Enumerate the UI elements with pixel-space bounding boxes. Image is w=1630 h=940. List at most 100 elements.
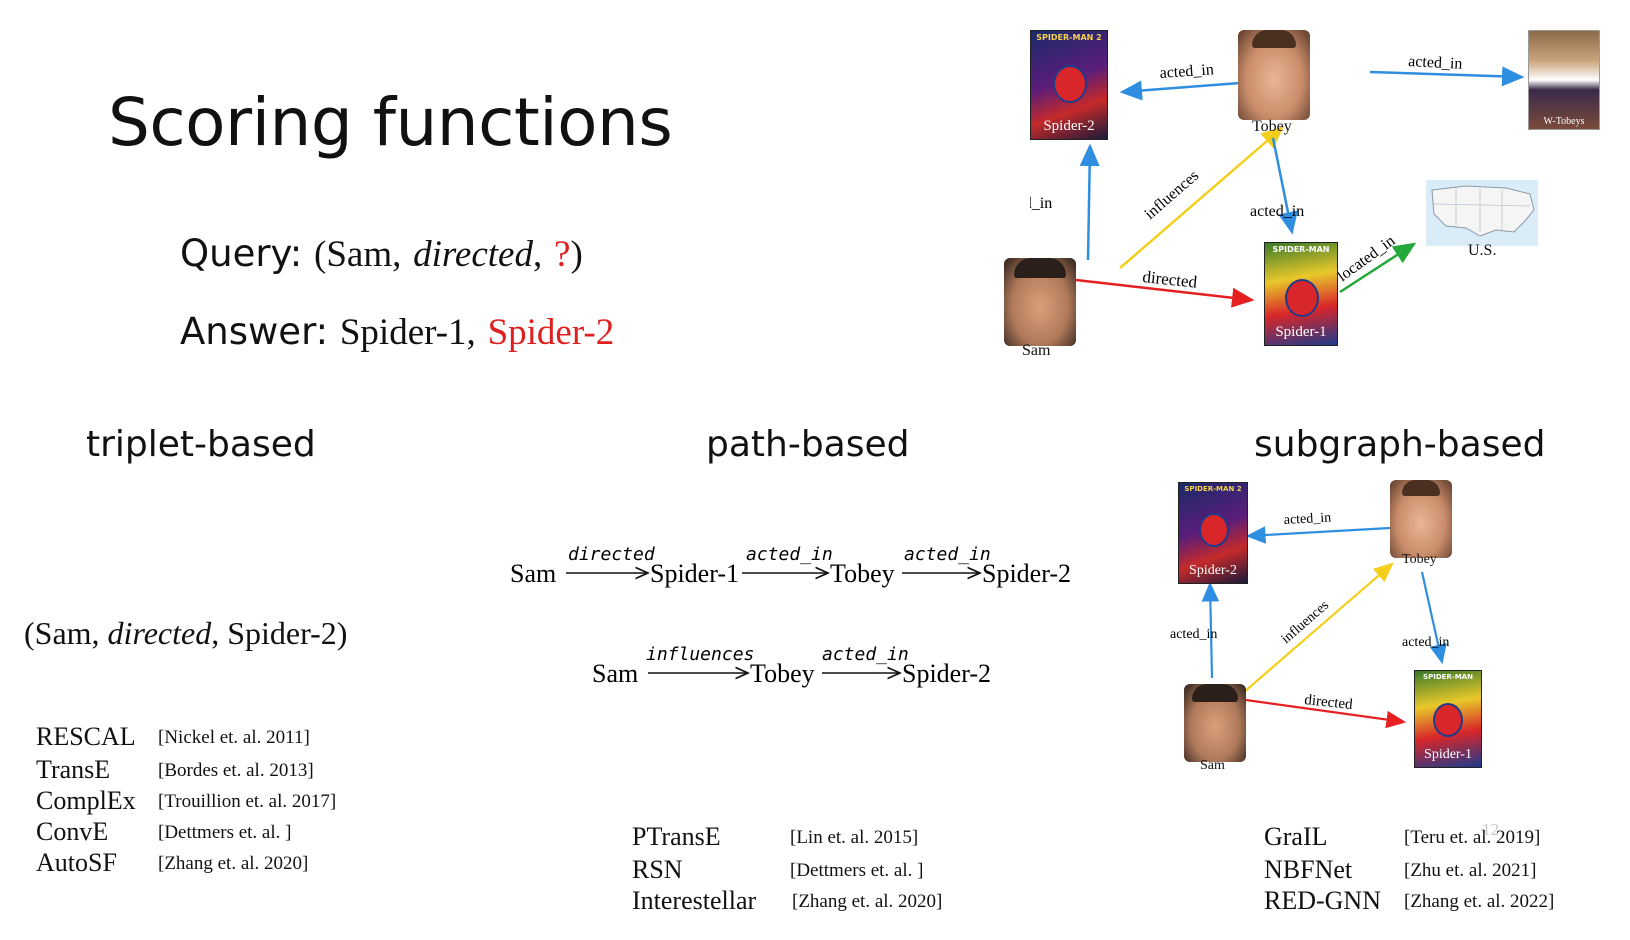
ref-cite-row: [Trouillion et. al. 2017] [158, 791, 336, 813]
poster-spider2-header: SPIDER-MAN 2 [1036, 33, 1102, 42]
answer-second: Spider-2 [487, 312, 615, 353]
triplet-close: , Spider-2) [211, 615, 348, 651]
path1-relation-2: acted_in [904, 544, 991, 565]
ref-cite-row: [Bordes et. al. 2013] [158, 760, 314, 782]
ref-cite: [Zhang et. al. 2022] [1404, 891, 1555, 912]
ref-cite: [Lin et. al. 2015] [790, 827, 919, 848]
sub-edge-sam-tobey [1243, 562, 1394, 693]
ref-row: TransE [36, 755, 110, 785]
edge-label-tobey-spider2: acted_in [1159, 61, 1214, 82]
path1-node-2: Tobey [830, 559, 895, 588]
path-examples: Sam directed Spider-1 acted_in Tobey act… [510, 544, 1071, 688]
sub-poster-spider1: SPIDER-MAN Spider-1 [1414, 670, 1482, 768]
path2-node-1: Tobey [750, 659, 815, 688]
ref-name: TransE [36, 755, 111, 784]
subgraph-example: acted_in acted_in influences acted_in di… [1170, 511, 1449, 729]
ref-cite-row: [Zhu et. al. 2021] [1404, 860, 1536, 882]
refs-path: PTransE [Lin et. al. 2015] RSN [Dettmers… [632, 822, 1012, 922]
sub-face-sam [1184, 684, 1246, 762]
sub-edge-tobey-spider1 [1420, 571, 1447, 665]
edge-label-tobey-right: acted_in [1408, 53, 1463, 73]
sub-face-tobey [1390, 480, 1452, 558]
answer-first: Spider-1, [339, 312, 476, 353]
edge-label-tobey-spider1: acted_in [1250, 203, 1304, 220]
poster-spider1: SPIDER-MAN Spider-1 [1264, 242, 1338, 346]
triplet-example: (Sam, directed, Spider-2) [24, 615, 347, 652]
query-line: Query: (Sam, directed, ?) [180, 232, 583, 276]
ref-name: ConvE [36, 817, 109, 846]
ref-row: RSN [632, 855, 683, 885]
edge-sam-spider1 [1075, 278, 1255, 308]
section-title-triplet: triplet-based [86, 424, 316, 465]
ref-name: GraIL [1264, 822, 1328, 851]
spiderman-figure-icon [1199, 513, 1229, 547]
edge-tobey-right [1369, 66, 1525, 87]
poster-spider2: SPIDER-MAN 2 Spider-2 [1030, 30, 1108, 140]
sub-node-label-spider2: Spider-2 [1189, 563, 1237, 578]
path1-relation-0: directed [568, 544, 656, 565]
page-title: Scoring functions [108, 84, 673, 161]
path2-relation-0: influences [646, 644, 754, 665]
ref-name: PTransE [632, 822, 721, 851]
poster-spider1-header: SPIDER-MAN [1272, 245, 1330, 254]
spiderman-figure-icon [1053, 65, 1087, 103]
sub-poster-spider2: SPIDER-MAN 2 Spider-2 [1178, 482, 1248, 584]
node-label-spider1: Spider-1 [1275, 324, 1327, 340]
ref-cite: [Teru et. al. 2019] [1404, 827, 1541, 848]
section-title-subgraph: subgraph-based [1254, 424, 1546, 465]
path1-node-3: Spider-2 [982, 559, 1071, 588]
path2-node-0: Sam [592, 659, 638, 688]
sub-poster-spider2-header: SPIDER-MAN 2 [1184, 485, 1242, 493]
node-label-movie-right: W-Tobeys [1543, 116, 1585, 127]
ref-row: RESCAL [36, 722, 136, 752]
sub-edge-sam-spider1 [1245, 698, 1407, 729]
triplet-relation: directed [107, 615, 212, 651]
path1-node-0: Sam [510, 559, 556, 588]
ref-cite: [Dettmers et. al. ] [158, 822, 292, 843]
spiderman-figure-icon [1433, 703, 1463, 737]
ref-cite: [Zhu et. al. 2021] [1404, 860, 1537, 881]
poster-movie-right: W-Tobeys [1528, 30, 1600, 130]
path-2: Sam influences Tobey acted_in Spider-2 [592, 644, 991, 688]
ref-cite: [Trouillion et. al. 2017] [158, 791, 337, 812]
ref-cite-row: [Teru et. al. 2019] [1404, 827, 1540, 849]
ref-name: RESCAL [36, 722, 136, 751]
ref-cite-row: [Zhang et. al. 2020] [792, 891, 942, 913]
path2-relation-1: acted_in [822, 644, 909, 665]
ref-cite: [Dettmers et. al. ] [790, 860, 924, 881]
path2-node-2: Spider-2 [902, 659, 991, 688]
query-relation: directed [413, 234, 533, 275]
ref-row: RED-GNN [1264, 886, 1381, 916]
face-sam [1004, 258, 1076, 346]
query-close: ) [570, 234, 583, 275]
ref-name: Interestellar [632, 886, 757, 915]
hair-icon [1402, 480, 1440, 496]
ref-name: AutoSF [36, 848, 117, 877]
ref-cite-row: [Zhang et. al. 2020] [158, 853, 308, 875]
hair-icon [1252, 30, 1296, 48]
ref-row: PTransE [632, 822, 721, 852]
node-label-spider2: Spider-2 [1043, 118, 1095, 134]
sub-edge-tobey-spider2 [1245, 526, 1391, 544]
ref-row: NBFNet [1264, 855, 1352, 885]
ref-cite-row: [Dettmers et. al. ] [790, 860, 923, 882]
query-unknown: ? [554, 234, 571, 275]
node-label-sam: Sam [1022, 342, 1051, 359]
face-tobey [1238, 30, 1310, 120]
ref-cite-row: [Dettmers et. al. ] [158, 822, 291, 844]
ref-name: NBFNet [1264, 855, 1353, 884]
ref-row: ConvE [36, 817, 108, 847]
sub-node-label-sam: Sam [1200, 758, 1225, 773]
ref-name: RED-GNN [1264, 886, 1381, 915]
ref-cite: [Bordes et. al. 2013] [158, 760, 314, 781]
edge-sam-tobey [1119, 126, 1284, 269]
ref-cite-row: [Lin et. al. 2015] [790, 827, 918, 849]
refs-triplet: RESCAL [Nickel et. al. 2011] TransE [Bor… [36, 722, 456, 912]
path1-relation-1: acted_in [746, 544, 833, 565]
ref-cite: [Nickel et. al. 2011] [158, 727, 310, 748]
ref-name: ComplEx [36, 786, 136, 815]
edge-tobey-spider1 [1271, 137, 1298, 235]
knowledge-graph-top-nodes: SPIDER-MAN 2 Spider-2 Tobey W-Tobeys Sam… [1004, 20, 1630, 380]
ref-cite-row: [Zhang et. al. 2022] [1404, 891, 1554, 913]
ref-cite: [Zhang et. al. 2020] [792, 891, 943, 912]
